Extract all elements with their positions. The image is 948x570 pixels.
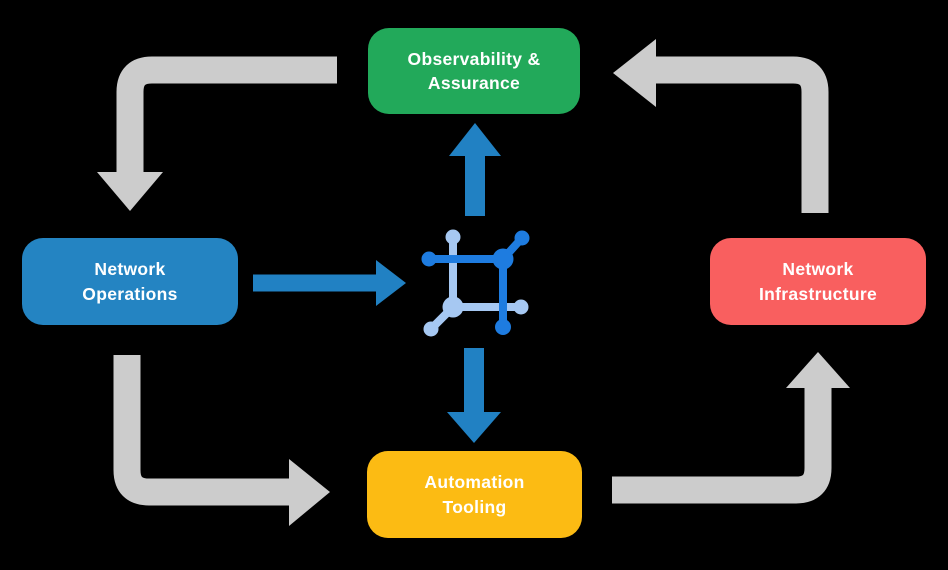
flow-arrow-operations-to-center [253,260,406,306]
cycle-arrow-observability-to-operations [97,56,337,211]
flow-arrow-center-to-observability [449,123,501,216]
node-network-infrastructure: Network Infrastructure [710,238,926,325]
node-automation-tooling: Automation Tooling [367,451,582,538]
node-automation-tooling-label: Automation Tooling [424,472,525,517]
network-mesh-icon-dark-layer [421,230,530,335]
node-observability-assurance-label: Observability & Assurance [407,48,541,93]
network-mesh-icon [421,229,530,337]
node-network-operations-label: Network Operations [82,259,178,304]
cycle-arrow-infrastructure-to-observability [613,39,829,213]
cycle-arrow-automation-to-infrastructure [612,352,850,504]
flow-arrow-center-to-automation [447,348,501,443]
node-network-operations: Network Operations [22,238,238,325]
node-network-infrastructure-label: Network Infrastructure [759,259,877,304]
cycle-arrow-operations-to-automation [113,355,330,526]
node-observability-assurance: Observability & Assurance [368,28,580,114]
